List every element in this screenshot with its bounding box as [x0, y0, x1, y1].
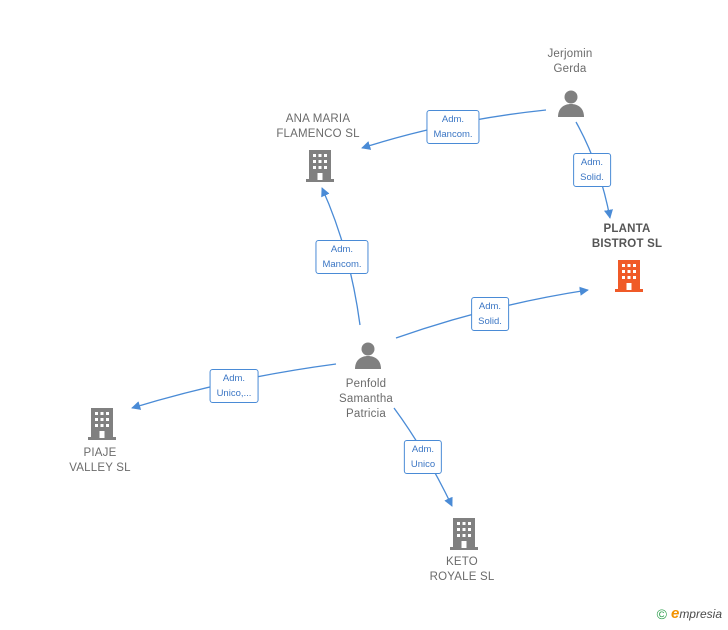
building-icon-highlighted[interactable] [613, 258, 645, 292]
edge-label-penfold-planta[interactable]: Adm.Solid. [471, 297, 509, 331]
edge-label-jerjomin-ana[interactable]: Adm.Mancom. [426, 110, 480, 144]
brand-logo: empresia [670, 605, 722, 622]
footer-brand: © empresia [657, 605, 722, 622]
copyright-icon: © [656, 605, 667, 622]
building-icon[interactable] [304, 148, 336, 182]
building-icon[interactable] [86, 406, 118, 440]
edge-label-jerjomin-planta[interactable]: Adm.Solid. [573, 153, 611, 187]
building-icon[interactable] [448, 516, 480, 550]
person-icon[interactable] [353, 340, 383, 370]
edge-label-penfold-ana[interactable]: Adm.Mancom. [315, 240, 369, 274]
edge-label-penfold-keto[interactable]: Adm.Unico [403, 440, 443, 474]
person-icon[interactable] [556, 88, 586, 118]
edge-label-penfold-piaje[interactable]: Adm.Unico,... [209, 369, 259, 403]
